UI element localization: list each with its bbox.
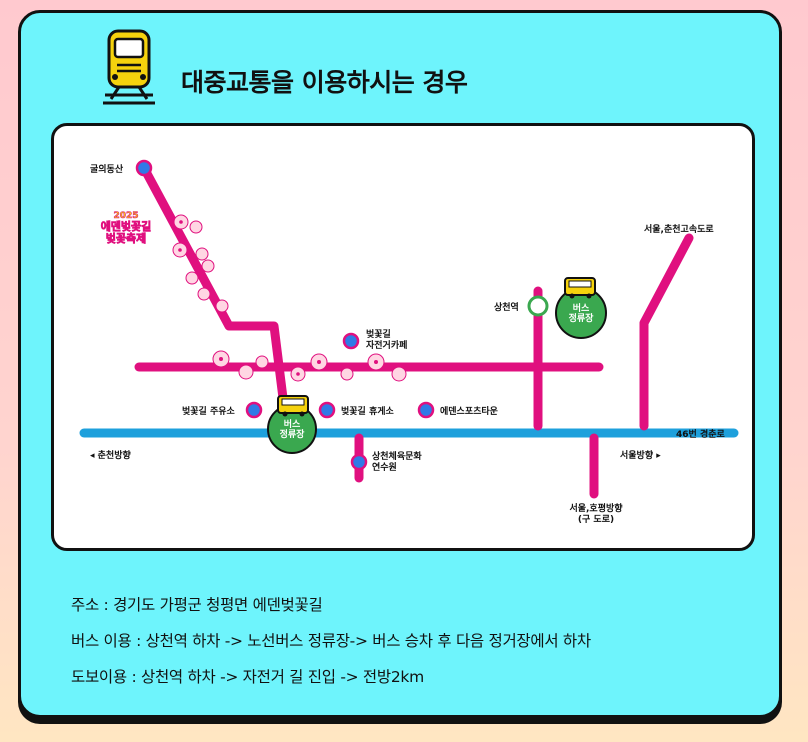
train-icon (103, 29, 155, 105)
road-seoul-chuncheon-hwy: 서울,춘천고속도로 (644, 225, 714, 235)
festival-logo: 2025 에덴벚꽃길 벚꽃축제 (100, 211, 152, 245)
station-gas: 벚꽃길 주유소 (182, 407, 235, 417)
address-text: 주소 : 경기도 가평군 청평면 에덴벚꽃길 (71, 596, 323, 614)
station-gym: 상천체육문화 연수원 (372, 452, 422, 474)
route-map-lines (79, 159, 739, 499)
walk-directions-text: 도보이용 : 상천역 하차 -> 자전거 길 진입 -> 전방2km (71, 668, 424, 686)
station-cafe: 벚꽃길 자전거카페 (366, 330, 408, 352)
road-gyeongchun: 46번 경춘로 (676, 430, 725, 440)
road-to-chuncheon: ◂ 춘천방향 (90, 451, 131, 461)
pink-highway (639, 233, 694, 431)
station-sangcheon: 상천역 (494, 303, 519, 313)
bus-directions-text: 버스 이용 : 상천역 하차 -> 노선버스 정류장-> 버스 승차 후 다음 … (71, 632, 591, 650)
road-seoul-hopyeong: 서울,호평방향 (구 도로) (569, 504, 623, 526)
bus-stop-sangcheon (555, 277, 607, 339)
bus-stop-junction (267, 395, 317, 454)
station-sports: 에덴스포츠타운 (440, 407, 498, 417)
bus-stop-label-junction: 버스 정류장 (279, 420, 305, 441)
station-rest: 벚꽃길 휴게소 (341, 407, 394, 417)
station-gulbong: 굴의동산 (90, 165, 124, 175)
sangcheon-station-marker (527, 295, 549, 317)
page-title: 대중교통을 이용하시는 경우 (181, 68, 468, 97)
blossom-icon (172, 214, 407, 382)
route-map: 2025 에덴벚꽃길 벚꽃축제 굴의동산 벚꽃길 자전거카페 상천역 벚꽃길 주… (51, 123, 755, 551)
info-card: 대중교통을 이용하시는 경우 (18, 10, 782, 718)
bus-stop-label-sangcheon: 버스 정류장 (568, 304, 594, 325)
road-to-seoul: 서울방향 ▸ (620, 451, 661, 461)
station-markers (135, 159, 435, 471)
